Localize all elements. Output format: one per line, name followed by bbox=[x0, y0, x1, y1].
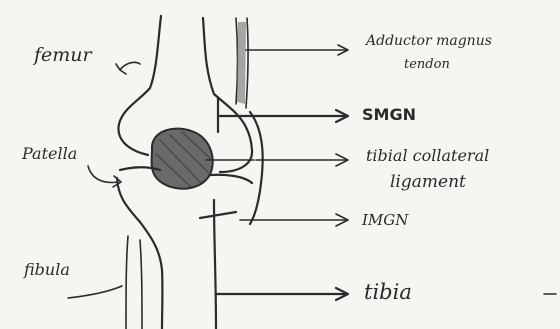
fibula-label: fibula bbox=[24, 262, 70, 278]
imgn-label: IMGN bbox=[362, 213, 408, 228]
patella-label: Patella bbox=[22, 146, 77, 162]
fibula-bone bbox=[126, 236, 142, 329]
tibial-collateral-ligament bbox=[250, 112, 263, 224]
femur-label: femur bbox=[34, 46, 92, 65]
tibia-label: tibia bbox=[364, 282, 412, 303]
tibial-collateral-label-line1: tibial collateral bbox=[366, 148, 489, 164]
patella-pointer bbox=[88, 166, 121, 187]
femur-pointer bbox=[116, 62, 140, 74]
tibial-collateral-arrow bbox=[206, 154, 348, 166]
adductor-label-line1: Adductor magnus bbox=[366, 34, 492, 48]
smgn-label: SMGN bbox=[362, 107, 416, 123]
smgn-arrow bbox=[218, 98, 348, 132]
adductor-arrow bbox=[246, 45, 348, 55]
fibula-pointer bbox=[68, 286, 122, 298]
imgn-arrow bbox=[200, 212, 348, 226]
adductor-label-line2: tendon bbox=[404, 58, 450, 71]
tibial-collateral-label-line2: ligament bbox=[390, 174, 466, 191]
tibia-bone bbox=[140, 200, 216, 329]
adductor-tendon bbox=[236, 18, 248, 108]
patella-bone bbox=[152, 129, 213, 189]
